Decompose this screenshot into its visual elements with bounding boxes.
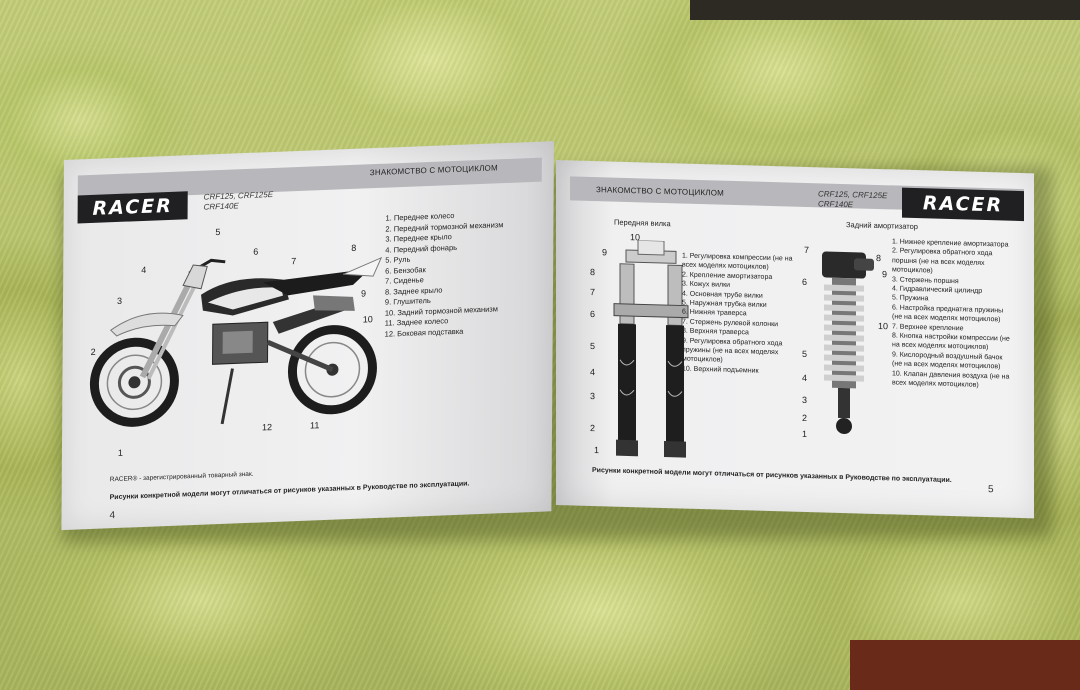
fork-callout-3: 3 [590,390,596,402]
shock-callout-1: 1 [802,428,808,440]
shock-callout-8: 8 [876,252,882,264]
fork-callout-8: 8 [590,266,596,278]
fork-title: Передняя вилка [614,217,671,229]
fork-callout-1: 1 [594,445,600,456]
fork-callout-5: 5 [590,340,596,352]
shock-parts-item: 10. Клапан давления воздуха (не на всех … [892,370,1010,389]
right-page: ЗНАКОМСТВО С МОТОЦИКЛОМ CRF125, CRF125E … [556,160,1034,519]
callout-12: 12 [262,422,273,433]
fork-callout-10: 10 [630,232,641,243]
shock-parts-item: 2. Регулировка обратного хода поршня (не… [892,247,993,275]
callout-2: 2 [90,346,96,357]
racer-logo: RACER [902,187,1024,222]
model-names: CRF125, CRF125E CRF140E [203,189,274,212]
shock-callout-2: 2 [802,412,808,424]
callout-8: 8 [351,242,357,253]
parts-list: 1. Переднее колесо 2. Передний тормозной… [385,209,504,340]
callout-1: 1 [117,447,123,458]
left-page: RACER CRF125, CRF125E CRF140E ЗНАКОМСТВО… [61,141,554,531]
fork-parts-item: 10. Верхний подъемник [682,365,759,375]
fork-parts-list: 1. Регулировка компрессии (не на всех мо… [682,252,800,378]
fork-parts-item: 9. Регулировка обратного хода пружины (н… [682,337,783,365]
model-names: CRF125, CRF125E CRF140E [818,189,888,210]
left-footnote: Рисунки конкретной модели могут отличать… [109,480,470,502]
front-fork-illustration [613,239,689,458]
shock-callout-10: 10 [878,320,889,332]
racer-logo: RACER [77,191,188,224]
callout-7: 7 [291,256,297,267]
callout-3: 3 [116,295,123,306]
fork-callout-4: 4 [590,366,596,378]
callout-9: 9 [360,288,367,299]
shock-callout-4: 4 [802,372,808,384]
shock-callout-7: 7 [804,244,810,256]
shock-callout-5: 5 [802,348,808,360]
rear-shock-illustration [822,251,874,435]
shock-callout-3: 3 [802,394,808,406]
shock-callout-6: 6 [802,276,808,288]
motorcycle-illustration [89,256,383,427]
dark-background-corner [690,0,1080,20]
left-page-number: 4 [109,510,116,522]
shock-parts-list: 1. Нижнее крепление амортизатора 2. Регу… [892,237,1010,391]
shock-callout-9: 9 [882,269,888,280]
fork-callout-7: 7 [590,286,596,298]
fork-callout-2: 2 [590,422,596,434]
right-footnote: Рисунки конкретной модели могут отличать… [592,467,952,485]
right-page-number: 5 [988,484,994,496]
callout-6: 6 [253,246,259,257]
fork-callout-9: 9 [602,247,608,258]
callout-10: 10 [362,314,373,325]
callout-11: 11 [310,420,320,431]
callout-4: 4 [141,264,147,276]
callout-5: 5 [215,226,221,238]
trademark-note: RACER® - зарегистрированный товарный зна… [109,470,254,484]
floor-corner [850,640,1080,690]
fork-callout-6: 6 [590,308,596,320]
shock-title: Задний амортизатор [846,220,918,232]
